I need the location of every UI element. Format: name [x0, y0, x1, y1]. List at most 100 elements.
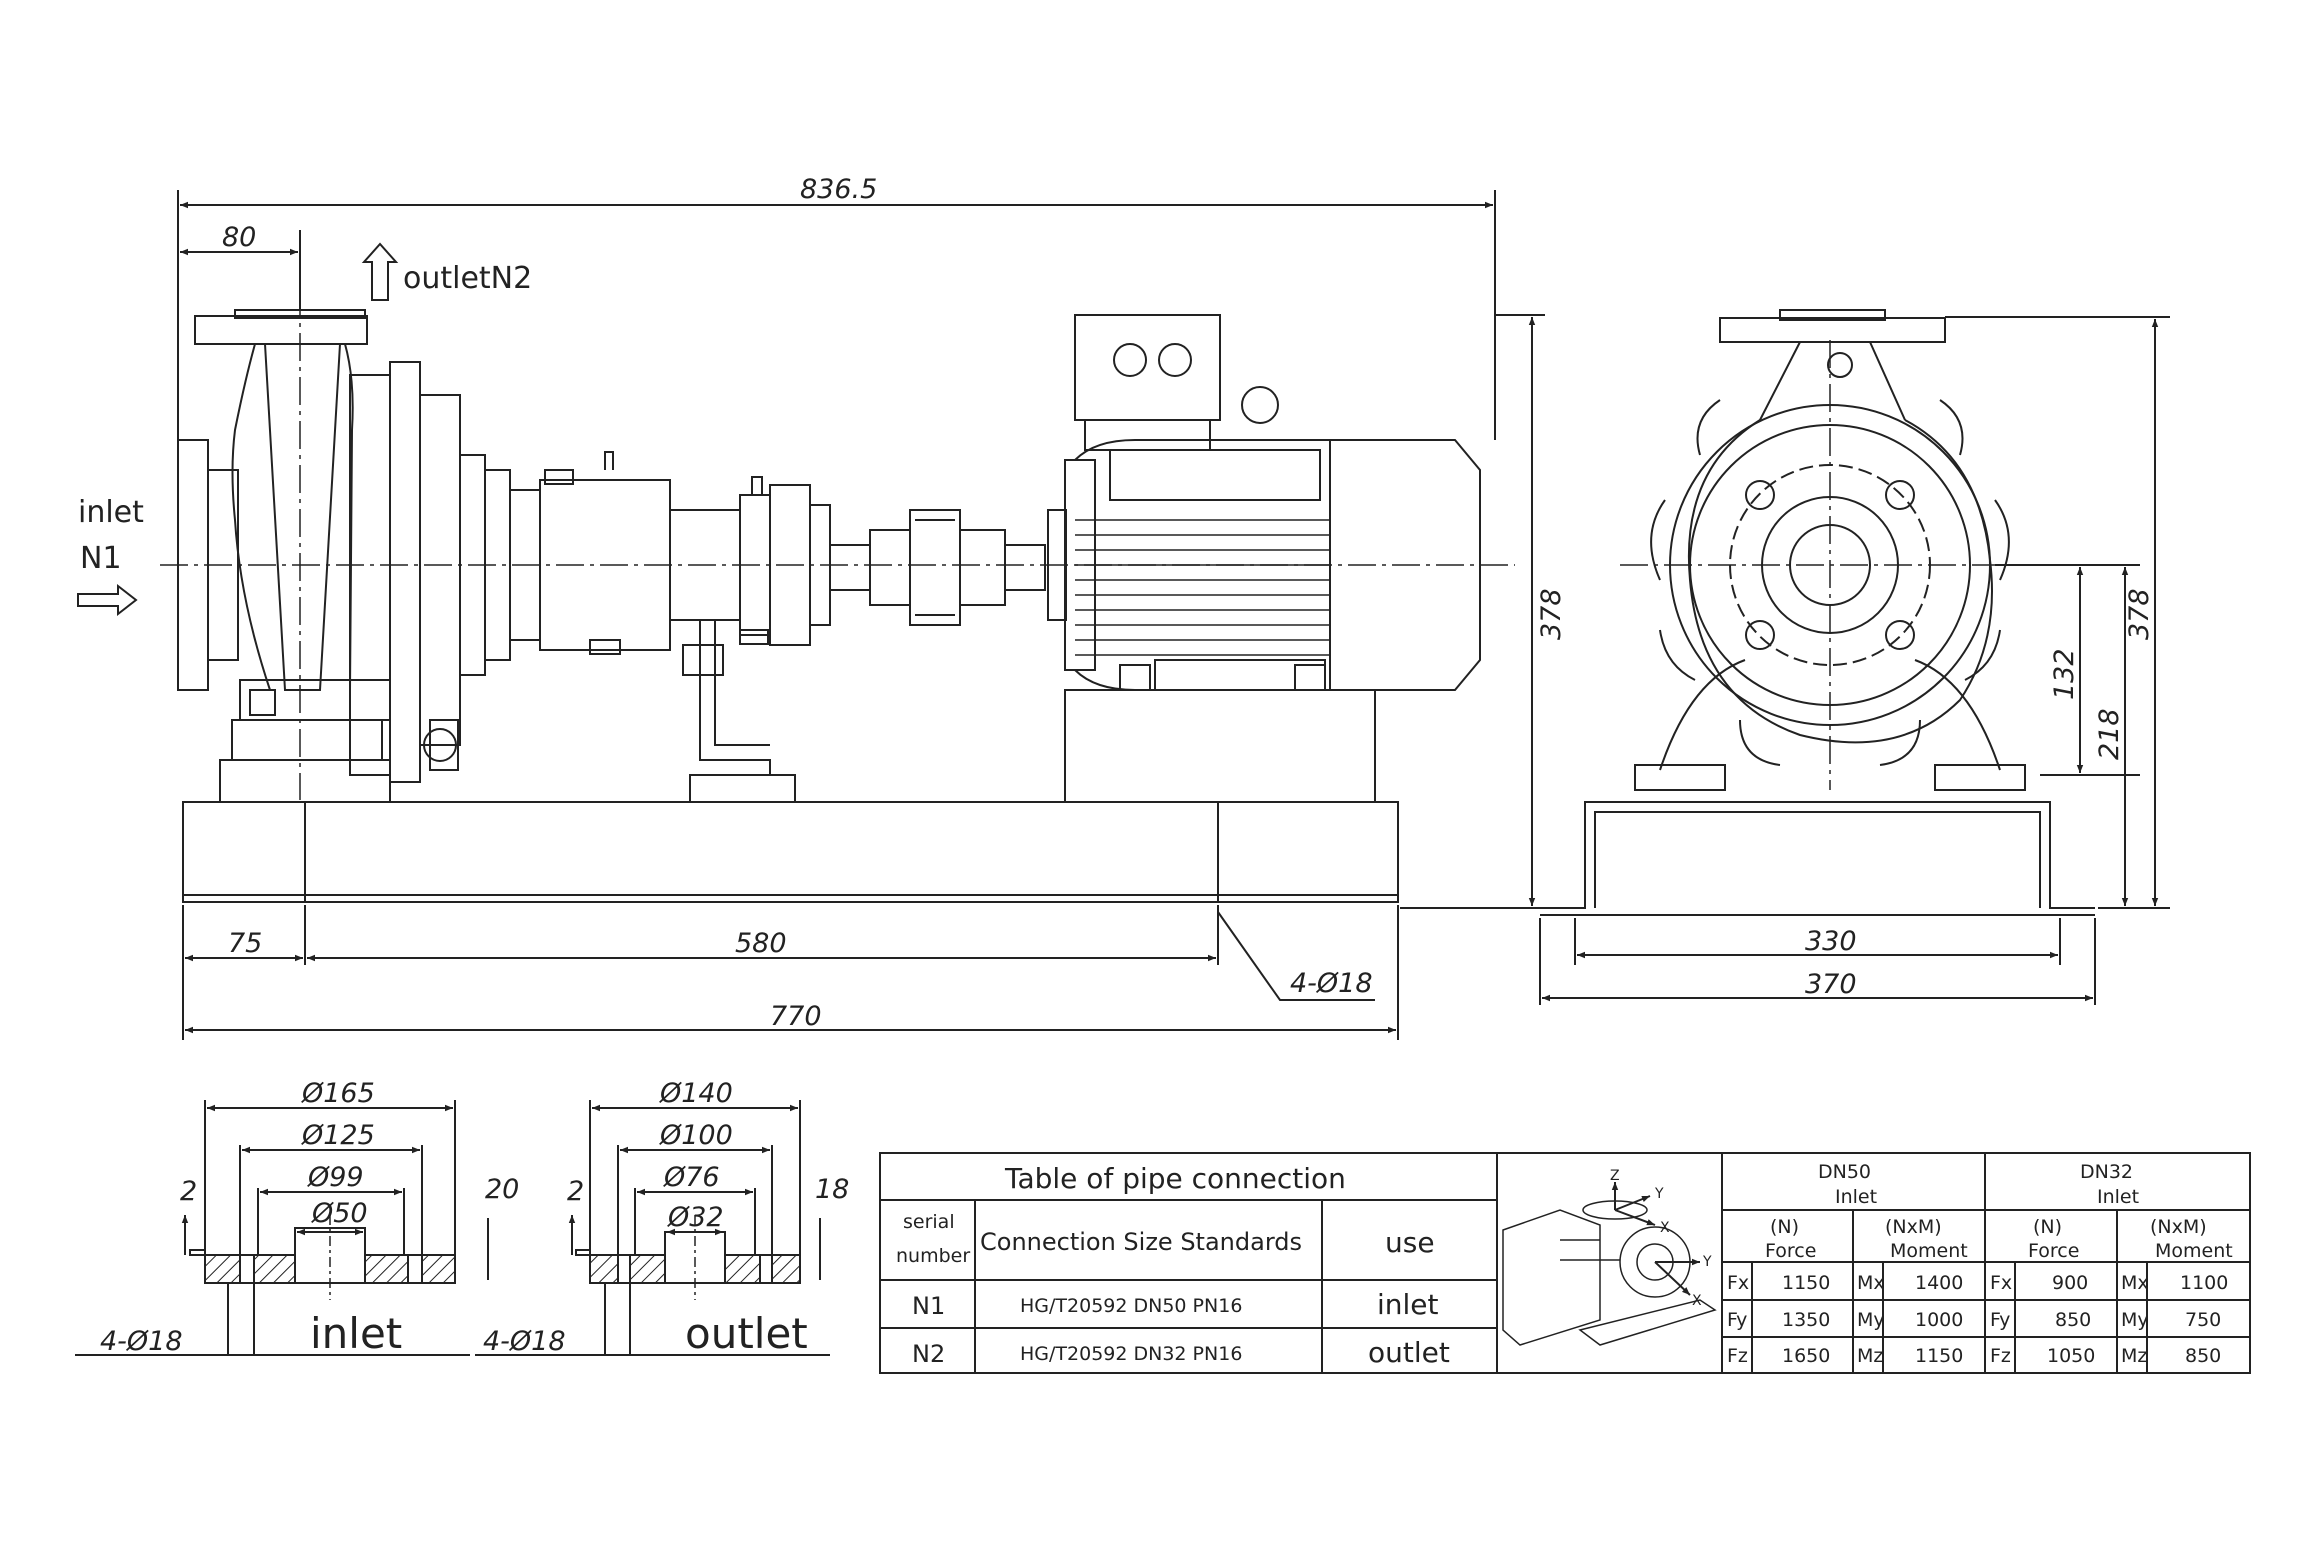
loads-dn50-force-name: Force — [1765, 1240, 1816, 1262]
loads-dn32-moment-name: Moment — [2155, 1240, 2233, 1262]
dim-end-bolt-spacing-text: 330 — [1805, 926, 1857, 957]
axis-y-upper: Y — [1654, 1186, 1664, 1202]
axes-labels: Z Y X Y X — [1610, 1168, 1712, 1309]
pipe-table-col-standard: Connection Size Standards — [980, 1228, 1302, 1256]
pipe-table-col-serial-2: number — [896, 1245, 970, 1267]
pipe-table-col-use: use — [1385, 1226, 1435, 1259]
outlet-flange-d1: Ø140 — [659, 1078, 733, 1109]
pipe-table-row-2-serial: N2 — [912, 1340, 945, 1368]
inlet-flange-name: inlet — [310, 1309, 402, 1358]
support-foot — [682, 620, 796, 803]
loads-row-3-force-2: Fz — [1990, 1345, 2011, 1367]
loads-row-1-m32: 1100 — [2180, 1272, 2228, 1294]
pipe-connection-table-text: Table of pipe connection serial number C… — [896, 1162, 1450, 1369]
outlet-flange-d3: Ø76 — [663, 1162, 720, 1193]
dim-bolt-spacing-text: 580 — [735, 928, 787, 959]
pipe-table-title: Table of pipe connection — [1004, 1162, 1346, 1195]
dim-base — [182, 905, 1399, 1040]
pipe-table-row-2-use: outlet — [1368, 1336, 1450, 1369]
dim-height-end-text: 378 — [2124, 588, 2155, 640]
dim-shaft-height-text: 132 — [2049, 648, 2080, 700]
pipe-table-row-2-standard: HG/T20592 DN32 PN16 — [1020, 1343, 1242, 1365]
nozzle-loads-table-text: DN50 Inlet DN32 Inlet (N) Force (NxM) Mo… — [1727, 1161, 2233, 1367]
loads-dn50-sub: Inlet — [1835, 1186, 1877, 1208]
loads-row-2-moment: My — [1857, 1309, 1885, 1331]
side-view — [77, 190, 1545, 1040]
dim-overall-length — [177, 190, 1496, 440]
dim-height-side-text: 378 — [1536, 588, 1567, 640]
inlet-flange-detail — [75, 1100, 489, 1356]
loads-dn32-moment-unit: (NxM) — [2150, 1216, 2207, 1238]
inlet-flange-thickness: 20 — [485, 1174, 519, 1205]
loads-row-1-f32: 900 — [2052, 1272, 2088, 1294]
loads-row-3-moment-2: Mz — [2121, 1345, 2147, 1367]
loads-row-1-moment-2: Mx — [2121, 1272, 2149, 1294]
loads-row-1-moment: Mx — [1857, 1272, 1885, 1294]
dim-base-edge-text: 75 — [228, 928, 262, 959]
outlet-arrow-icon — [361, 242, 399, 301]
base-frame — [182, 801, 1399, 903]
outlet-flange-thickness: 18 — [815, 1174, 849, 1205]
motor — [1047, 314, 1481, 803]
dim-base-length-text: 770 — [770, 1001, 822, 1032]
outlet-flange-name: outlet — [685, 1309, 808, 1358]
loads-row-2-m50: 1000 — [1915, 1309, 1963, 1331]
outlet-flange-d4: Ø32 — [667, 1202, 724, 1233]
loads-row-3-m50: 1150 — [1915, 1345, 1963, 1367]
loads-dn50-title: DN50 — [1818, 1161, 1871, 1183]
loads-row-2-f50: 1350 — [1782, 1309, 1830, 1331]
loads-dn50-force-unit: (N) — [1770, 1216, 1799, 1238]
loads-dn50-moment-name: Moment — [1890, 1240, 1968, 1262]
loads-row-1-force: Fx — [1727, 1272, 1749, 1294]
side-view-labels: inlet N1 outletN2 836.5 80 378 75 580 77… — [78, 174, 1567, 1032]
outlet-label: outletN2 — [403, 261, 532, 296]
loads-row-2-m32: 750 — [2185, 1309, 2221, 1331]
motor-cooling-fins — [1075, 519, 1330, 656]
pipe-table-col-serial-1: serial — [903, 1211, 955, 1233]
inlet-flange-d1: Ø165 — [301, 1078, 375, 1109]
loads-row-3-f50: 1650 — [1782, 1345, 1830, 1367]
loads-dn32-force-unit: (N) — [2033, 1216, 2062, 1238]
loads-dn50-moment-unit: (NxM) — [1885, 1216, 1942, 1238]
pipe-table-row-1-standard: HG/T20592 DN50 PN16 — [1020, 1295, 1242, 1317]
dim-end-view — [1539, 316, 2170, 1005]
outlet-flange-raise: 2 — [567, 1176, 584, 1207]
inlet-flange-d3: Ø99 — [307, 1162, 364, 1193]
dim-anchor-holes-text: 4-Ø18 — [1290, 968, 1373, 999]
loads-row-1-f50: 1150 — [1782, 1272, 1830, 1294]
inlet-tag: N1 — [80, 541, 122, 576]
axis-z-upper: Z — [1610, 1168, 1620, 1184]
end-view-labels: 378 132 218 330 370 — [1805, 588, 2155, 1000]
loads-row-3-force: Fz — [1727, 1345, 1748, 1367]
nozzle-loads-table — [1721, 1152, 2251, 1374]
flange-labels: Ø165 Ø125 Ø99 Ø50 2 20 4-Ø18 inlet Ø140 … — [100, 1078, 849, 1358]
inlet-arrow-icon — [77, 583, 138, 617]
loads-row-1-force-2: Fx — [1990, 1272, 2012, 1294]
loads-row-3-f32: 1050 — [2047, 1345, 2095, 1367]
dim-foot-height-text: 218 — [2094, 708, 2125, 760]
axis-x-upper: X — [1660, 1220, 1670, 1236]
loads-row-3-moment: Mz — [1857, 1345, 1883, 1367]
loads-row-2-moment-2: My — [2121, 1309, 2149, 1331]
nozzle-load-axes-illustration — [1496, 1152, 1723, 1374]
axis-x-lower: X — [1692, 1293, 1702, 1309]
inlet-flange-d2: Ø125 — [301, 1120, 375, 1151]
pump-casing — [177, 309, 461, 803]
loads-row-2-f32: 850 — [2055, 1309, 2091, 1331]
loads-row-3-m32: 850 — [2185, 1345, 2221, 1367]
loads-row-2-force: Fy — [1727, 1309, 1747, 1331]
loads-row-1-m50: 1400 — [1915, 1272, 1963, 1294]
end-view — [1539, 309, 2170, 1005]
loads-dn32-title: DN32 — [2080, 1161, 2133, 1183]
outlet-flange-detail — [475, 1100, 830, 1356]
inlet-flange-d4: Ø50 — [311, 1198, 368, 1229]
bearing-frame — [459, 451, 831, 676]
dim-flange-offset-text: 80 — [222, 222, 256, 253]
loads-row-2-force-2: Fy — [1990, 1309, 2010, 1331]
loads-dn32-sub: Inlet — [2097, 1186, 2139, 1208]
axis-y-lower: Y — [1702, 1254, 1712, 1270]
coupling — [829, 509, 1046, 626]
pipe-table-row-1-use: inlet — [1377, 1288, 1439, 1321]
dim-height-side — [1400, 314, 1545, 909]
